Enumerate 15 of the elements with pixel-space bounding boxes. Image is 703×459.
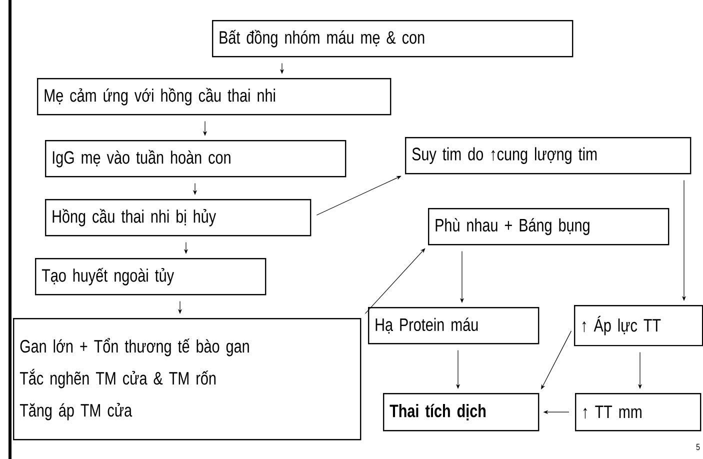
process-box: Hạ Protein máu	[368, 307, 540, 344]
process-box: Suy tim do ↑cung lượng tim	[405, 137, 692, 174]
process-box: IgG mẹ vào tuần hoàn con	[45, 140, 346, 178]
process-box: Phù nhau + Báng bụng	[428, 208, 670, 246]
process-box: Gan lớn + Tổn thương tế bào gan Tắc nghẽn TM cửa & TM rốn Tăng áp TM cửa	[13, 318, 362, 440]
process-box: ↑ TT mm	[575, 393, 702, 432]
process-box: Thai tích dịch	[383, 393, 540, 432]
process-box: Hồng cầu thai nhi bị hủy	[45, 199, 312, 236]
process-box: ↑ Áp lực TT	[574, 305, 703, 346]
page-number: 5	[696, 444, 700, 450]
arrow	[364, 248, 426, 314]
process-box: Mẹ cảm ứng với hồng cầu thai nhi	[37, 78, 392, 116]
arrow	[541, 330, 572, 390]
process-box: Bất đồng nhóm máu mẹ & con	[212, 20, 574, 58]
process-box: Tạo huyết ngoài tủy	[35, 258, 266, 296]
